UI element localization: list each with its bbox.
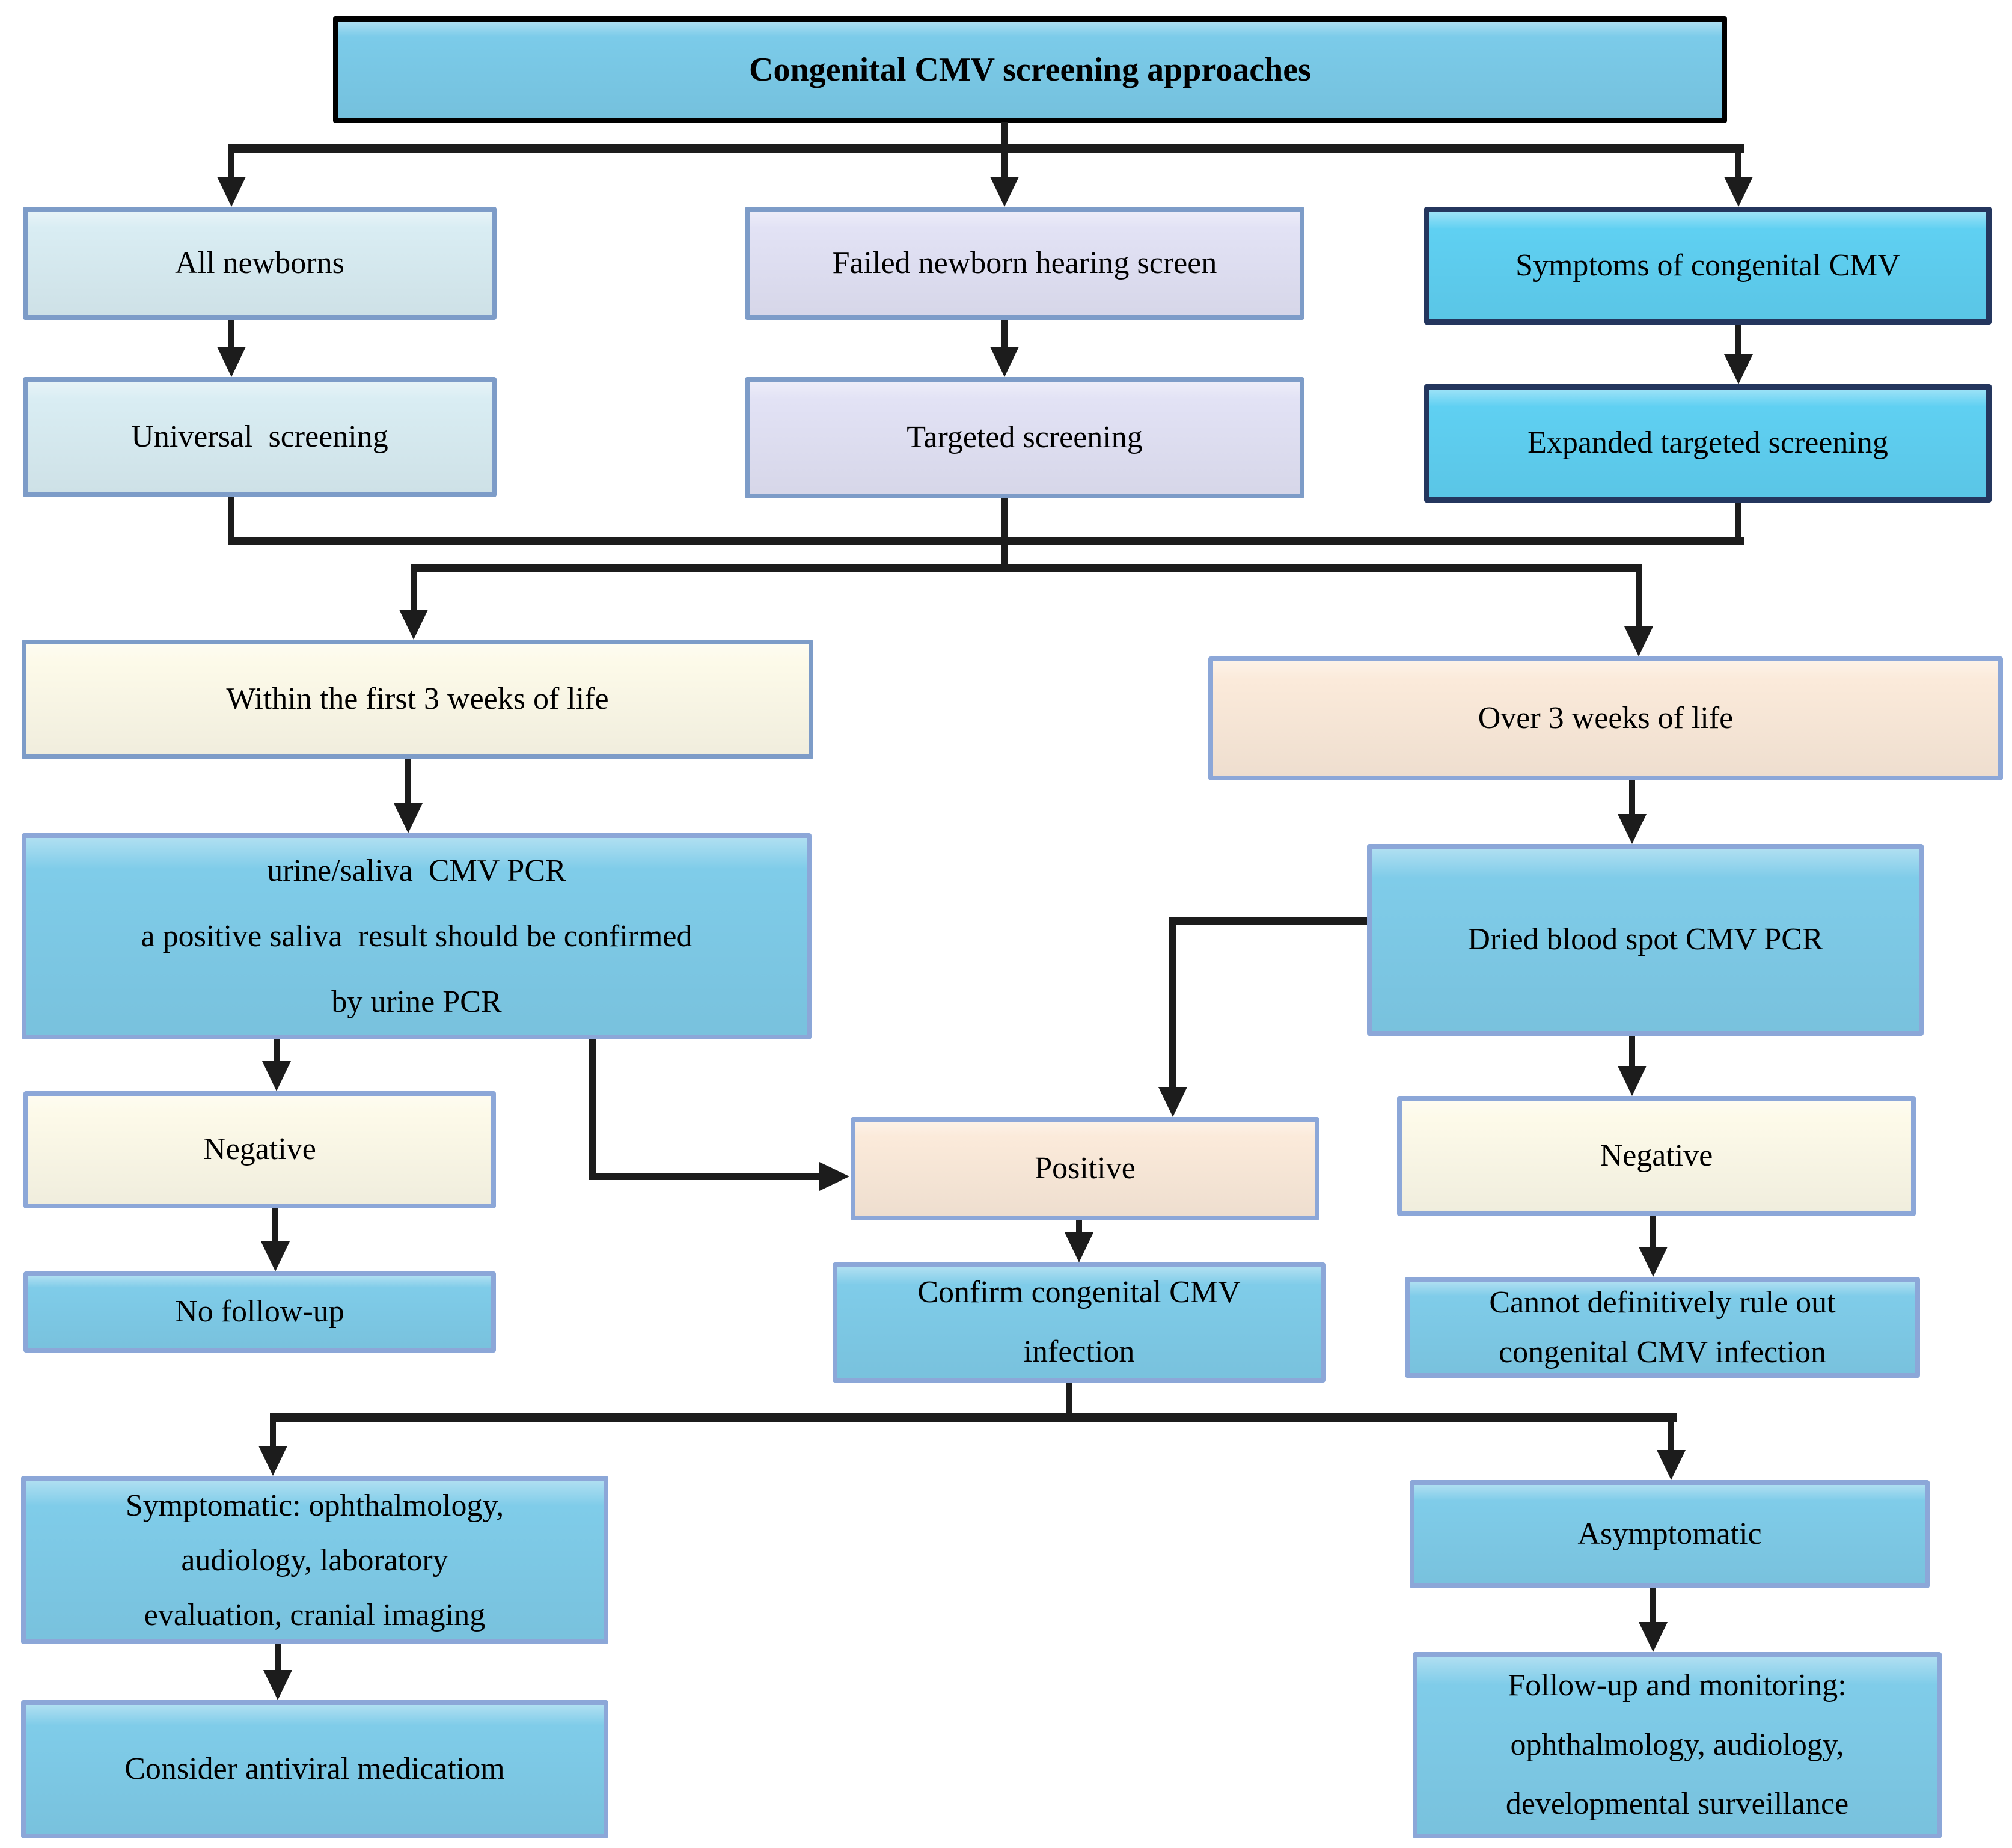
arrowhead-asymptomatic [1657, 1450, 1686, 1480]
connector-bottom-distribution [270, 1413, 1677, 1422]
connector-negative-nofollowup [272, 1208, 278, 1243]
connector-negative-cannot [1650, 1216, 1656, 1248]
node-title: Congenital CMV screening approaches [333, 16, 1727, 123]
connector-failed-targeted [1001, 320, 1008, 350]
connector-dbs-positive-vertical [1169, 917, 1176, 1087]
node-universal-screening: Universal screening [23, 377, 497, 497]
arrowhead-negative-right [1618, 1066, 1647, 1096]
connector-drop-failed-hearing [1001, 144, 1008, 180]
connector-merge-line-b [411, 564, 1642, 572]
arrowhead-positive-left [819, 1162, 849, 1191]
arrowhead-universal [217, 347, 246, 377]
connector-drop-all-newborns [228, 144, 234, 180]
connector-dbs-positive-horizontal [1169, 917, 1367, 925]
connector-urine-positive-horizontal [589, 1173, 821, 1180]
node-consider-antiviral: Consider antiviral medicatiom [21, 1700, 608, 1838]
connector-symptomatic-antiviral [275, 1644, 281, 1671]
connector-allnewborns-universal [228, 320, 234, 350]
connector-merge-line-a [228, 537, 1744, 545]
node-symptoms-congenital-cmv: Symptoms of congenital CMV [1424, 207, 1992, 325]
node-within-first-3-weeks: Within the first 3 weeks of life [22, 640, 813, 759]
arrowhead-targeted [990, 347, 1019, 377]
connector-asymptomatic-followup [1650, 1588, 1656, 1623]
node-targeted-screening: Targeted screening [745, 377, 1304, 498]
arrowhead-dbs [1618, 814, 1647, 844]
node-urine-saliva-pcr: urine/saliva CMV PCR a positive saliva r… [22, 833, 812, 1039]
connector-expanded-down [1735, 503, 1741, 545]
arrowhead-urine [394, 803, 423, 833]
node-dried-blood-spot-pcr: Dried blood spot CMV PCR [1367, 844, 1924, 1036]
arrowhead-cannot [1639, 1247, 1668, 1277]
connector-drop-symptoms [1735, 144, 1741, 180]
arrowhead-within [399, 610, 428, 640]
connector-title-stem [1001, 122, 1008, 153]
node-no-follow-up: No follow-up [23, 1271, 496, 1353]
node-positive: Positive [851, 1117, 1319, 1220]
node-asymptomatic: Asymptomatic [1410, 1480, 1930, 1588]
connector-within-urine [405, 759, 411, 804]
node-cannot-rule-out: Cannot definitively rule out congenital … [1405, 1277, 1920, 1378]
node-negative-right: Negative [1397, 1096, 1916, 1216]
arrowhead-symptoms [1724, 177, 1753, 207]
arrowhead-failed-hearing [990, 177, 1019, 207]
arrowhead-no-follow-up [261, 1241, 290, 1271]
node-failed-hearing-screen: Failed newborn hearing screen [745, 207, 1304, 320]
node-follow-up-monitoring: Follow-up and monitoring: ophthalmology,… [1413, 1652, 1942, 1838]
connector-top-distribution [228, 144, 1744, 153]
arrowhead-antiviral [263, 1670, 292, 1700]
arrowhead-symptomatic [258, 1446, 287, 1476]
arrowhead-negative-left [262, 1061, 291, 1091]
connector-universal-down [228, 497, 234, 545]
connector-drop-symptomatic [270, 1413, 276, 1447]
arrowhead-followup [1639, 1622, 1668, 1652]
connector-urine-negative [274, 1039, 280, 1062]
node-confirm-infection: Confirm congenital CMV infection [833, 1262, 1326, 1383]
connector-drop-asymptomatic [1668, 1413, 1674, 1451]
arrowhead-confirm [1065, 1232, 1093, 1262]
connector-drop-over [1636, 564, 1642, 628]
connector-symptoms-expanded [1735, 325, 1741, 356]
arrowhead-over [1624, 626, 1653, 656]
connector-drop-within [411, 564, 417, 611]
arrowhead-all-newborns [217, 177, 246, 207]
connector-over-dbs [1629, 780, 1635, 815]
node-symptomatic: Symptomatic: ophthalmology, audiology, l… [21, 1476, 608, 1644]
connector-urine-positive-vertical [589, 1039, 596, 1180]
node-expanded-targeted-screening: Expanded targeted screening [1424, 384, 1992, 503]
connector-dbs-negative [1629, 1036, 1635, 1067]
connector-positive-confirm [1076, 1220, 1082, 1235]
node-negative-left: Negative [23, 1091, 496, 1208]
arrowhead-positive-top [1158, 1087, 1187, 1117]
connector-confirm-stem [1066, 1383, 1072, 1422]
connector-targeted-down [1001, 498, 1008, 572]
node-over-3-weeks: Over 3 weeks of life [1208, 656, 2003, 780]
node-all-newborns: All newborns [23, 207, 497, 320]
arrowhead-expanded [1724, 354, 1753, 384]
